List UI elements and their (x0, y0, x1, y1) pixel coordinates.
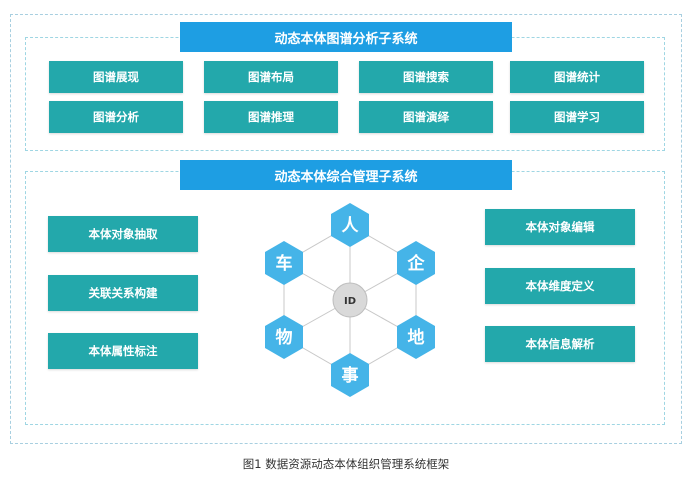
attribute-annotation-box: 本体属性标注 (48, 333, 198, 369)
graph-deduction-box: 图谱演绎 (359, 101, 493, 133)
ontology-object-edit-box: 本体对象编辑 (485, 209, 635, 245)
hexagon-event: 事 (331, 353, 369, 397)
graph-display-box: 图谱展现 (49, 61, 183, 93)
graph-learning-box: 图谱学习 (510, 101, 644, 133)
svg-text:地: 地 (408, 327, 425, 348)
graph-statistics-box: 图谱统计 (510, 61, 644, 93)
top-section-title: 动态本体图谱分析子系统 (180, 22, 512, 52)
graph-search-box: 图谱搜索 (359, 61, 493, 93)
graph-analysis-box: 图谱分析 (49, 101, 183, 133)
entity-hexagon-diagram: 人 企 地 事 物 车 ID (265, 203, 435, 397)
graph-layout-box: 图谱布局 (204, 61, 338, 93)
bottom-section-title: 动态本体综合管理子系统 (180, 160, 512, 190)
hexagon-object: 物 (265, 315, 303, 359)
ontology-object-extraction-box: 本体对象抽取 (48, 216, 198, 252)
outer-frame (10, 14, 682, 444)
svg-text:ID: ID (344, 296, 356, 307)
hexagon-place: 地 (397, 315, 435, 359)
svg-text:事: 事 (342, 366, 359, 386)
svg-text:物: 物 (276, 327, 293, 348)
graph-reasoning-box: 图谱推理 (204, 101, 338, 133)
hexagon-person: 人 (331, 203, 369, 247)
svg-text:企: 企 (407, 253, 426, 274)
svg-text:人: 人 (342, 216, 360, 236)
svg-text:车: 车 (276, 253, 293, 274)
top-section-frame (25, 37, 665, 151)
center-id-circle: ID (332, 282, 368, 318)
relation-construction-box: 关联关系构建 (48, 275, 198, 311)
hexagon-enterprise: 企 (397, 241, 435, 285)
figure-caption: 图1 数据资源动态本体组织管理系统框架 (242, 457, 450, 471)
ontology-dimension-definition-box: 本体维度定义 (485, 268, 635, 304)
ontology-info-parsing-box: 本体信息解析 (485, 326, 635, 362)
hexagon-vehicle: 车 (265, 241, 303, 285)
